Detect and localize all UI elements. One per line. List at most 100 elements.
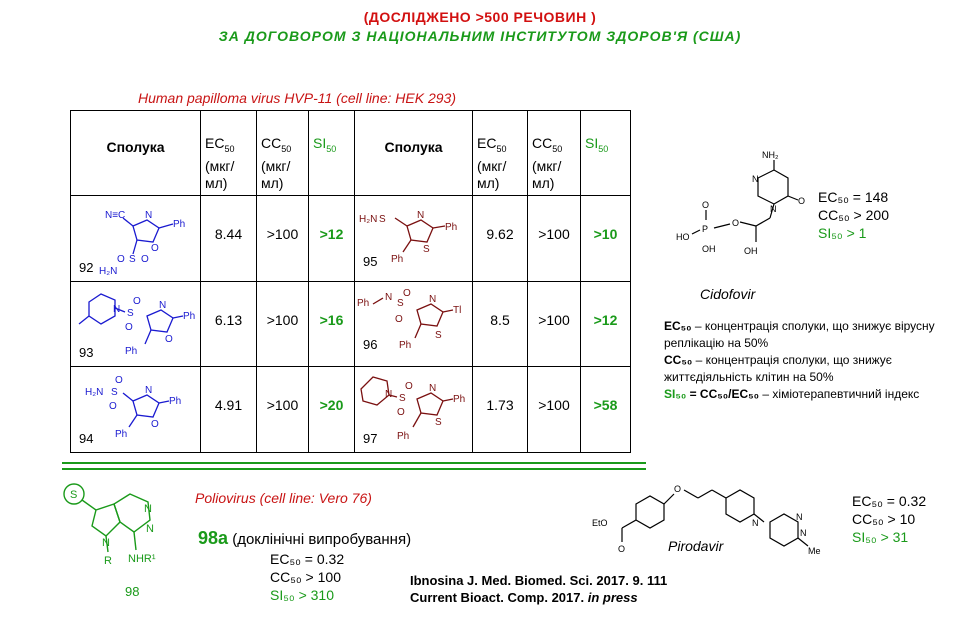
pirodavir-cc: CC₅₀ > 10 xyxy=(852,511,916,527)
svg-text:N≡C: N≡C xyxy=(105,210,125,221)
polio-ec: EC₅₀ = 0.32 xyxy=(270,551,345,567)
cidofovir-si: SI₅₀ > 1 xyxy=(818,225,867,241)
activity-table: Сполука EC50(мкг/мл) CC50(мкг/мл) SI50 С… xyxy=(70,110,631,453)
cidofovir-name: Cidofovir xyxy=(700,286,756,302)
structure-95: H₂N S N S Ph Ph 95 xyxy=(354,195,473,282)
ec-95: 9.62 xyxy=(472,195,528,282)
pirodavir-activity: EC₅₀ = 0.32 CC₅₀ > 10 SI₅₀ > 31 xyxy=(852,492,926,546)
svg-text:O: O xyxy=(397,407,405,418)
svg-text:O: O xyxy=(133,296,141,307)
svg-text:S: S xyxy=(435,330,442,341)
ec-94: 4.91 xyxy=(200,366,257,453)
definitions-legend: EC₅₀ – концентрація сполуки, що знижує в… xyxy=(664,318,954,403)
header-compound-right: Сполука xyxy=(354,110,473,196)
reference-2: Current Bioact. Comp. 2017. in press xyxy=(410,590,638,605)
compound-number-96: 96 xyxy=(363,337,378,352)
divider-line-bottom xyxy=(62,468,646,470)
svg-text:O: O xyxy=(141,254,149,265)
svg-text:O: O xyxy=(395,314,403,325)
cc-94: >100 xyxy=(256,366,309,453)
svg-text:Me: Me xyxy=(808,546,821,556)
polio-si: SI₅₀ > 310 xyxy=(270,587,334,603)
svg-text:O: O xyxy=(125,322,133,333)
svg-text:R: R xyxy=(104,555,112,567)
svg-text:O: O xyxy=(117,254,125,265)
svg-text:N: N xyxy=(146,523,154,535)
polio-cc: CC₅₀ > 100 xyxy=(270,569,341,585)
svg-text:S: S xyxy=(129,254,136,265)
svg-text:O: O xyxy=(618,544,625,554)
svg-text:O: O xyxy=(403,288,411,299)
svg-text:Ph: Ph xyxy=(445,222,457,233)
table-header-row: Сполука EC50(мкг/мл) CC50(мкг/мл) SI50 С… xyxy=(70,110,631,196)
header-si-left: SI50 xyxy=(308,110,355,196)
svg-text:N: N xyxy=(796,512,803,522)
si-94: >20 xyxy=(308,366,355,453)
svg-text:Ph: Ph xyxy=(397,431,409,442)
poliovirus-title: Poliovirus (cell line: Vero 76) xyxy=(195,490,372,506)
svg-text:N: N xyxy=(159,300,166,311)
header-ec-right: EC50(мкг/мл) xyxy=(472,110,528,196)
svg-text:N: N xyxy=(429,383,436,394)
svg-text:N: N xyxy=(385,292,392,303)
compound-98a-label: 98a (доклінічні випробування) xyxy=(198,528,412,548)
compound-number-95: 95 xyxy=(363,254,378,269)
pirodavir-ec: EC₅₀ = 0.32 xyxy=(852,493,927,509)
svg-text:Ph: Ph xyxy=(125,346,137,357)
svg-text:O: O xyxy=(798,196,805,206)
svg-text:O: O xyxy=(674,484,681,494)
compound-number-97: 97 xyxy=(363,431,378,446)
svg-text:S: S xyxy=(70,489,77,501)
header-cc-right: CC50(мкг/мл) xyxy=(527,110,581,196)
si-97: >58 xyxy=(580,366,631,453)
svg-text:Ph: Ph xyxy=(169,396,181,407)
svg-text:N: N xyxy=(113,304,120,315)
cc-93: >100 xyxy=(256,281,309,367)
svg-text:NH₂: NH₂ xyxy=(762,150,779,160)
header-si-right: SI50 xyxy=(580,110,631,196)
pirodavir-si: SI₅₀ > 31 xyxy=(852,529,909,545)
structure-96: Ph N S O O N S Tl Ph 96 xyxy=(354,281,473,367)
thiazole-structure-96: Ph N S O O N S Tl Ph xyxy=(357,288,461,351)
oxazole-structure-94: H₂N S O O N O Ph Ph xyxy=(85,375,181,440)
svg-text:O: O xyxy=(405,381,413,392)
cc-92: >100 xyxy=(256,195,309,282)
ec-93: 6.13 xyxy=(200,281,257,367)
svg-text:N: N xyxy=(429,294,436,305)
svg-text:S: S xyxy=(435,417,442,428)
reference-1: Ibnosina J. Med. Biomed. Sci. 2017. 9. 1… xyxy=(410,573,668,588)
svg-text:O: O xyxy=(151,243,159,254)
table-row: N S O O N O Ph Ph 93 6.13 >100 >16 xyxy=(70,281,631,367)
compound-number-93: 93 xyxy=(79,345,94,360)
header-cc-left: CC50(мкг/мл) xyxy=(256,110,309,196)
ec-96: 8.5 xyxy=(472,281,528,367)
oxazole-structure-92: N≡C N O Ph O S O H₂N xyxy=(99,210,185,277)
svg-text:Tl: Tl xyxy=(453,305,461,316)
structure-94: H₂N S O O N O Ph Ph 94 xyxy=(70,366,201,453)
cidofovir-activity: EC₅₀ = 148 CC₅₀ > 200 SI₅₀ > 1 xyxy=(818,188,889,242)
structure-92: N≡C N O Ph O S O H₂N 92 xyxy=(70,195,201,282)
svg-text:Ph: Ph xyxy=(183,311,195,322)
header-ec-left: EC50(мкг/мл) xyxy=(200,110,257,196)
pirodavir-name: Pirodavir xyxy=(668,538,724,554)
svg-text:O: O xyxy=(151,419,159,430)
structure-97: N S O O N S Ph Ph 97 xyxy=(354,366,473,453)
cidofovir-structure: NH₂ N N O O O P HO OH OH xyxy=(676,150,805,256)
svg-text:N: N xyxy=(770,204,777,214)
svg-text:HO: HO xyxy=(676,232,690,242)
structure-93: N S O O N O Ph Ph 93 xyxy=(70,281,201,367)
thiazole-structure-95: H₂N S N S Ph Ph xyxy=(359,210,457,265)
svg-text:OH: OH xyxy=(702,244,716,254)
svg-text:H₂N: H₂N xyxy=(99,266,117,277)
header-line-2: ЗА ДОГОВОРОМ З НАЦІОНАЛЬНИМ ІНСТИТУТОМ З… xyxy=(218,28,742,44)
svg-text:O: O xyxy=(732,218,739,228)
references: Ibnosina J. Med. Biomed. Sci. 2017. 9. 1… xyxy=(410,572,667,606)
svg-text:O: O xyxy=(702,200,709,210)
oxazole-structure-93: N S O O N O Ph Ph xyxy=(78,293,195,357)
cidofovir-cc: CC₅₀ > 200 xyxy=(818,207,889,223)
svg-text:NHR¹: NHR¹ xyxy=(128,553,156,565)
cidofovir-ec: EC₅₀ = 148 xyxy=(818,189,889,205)
svg-text:N: N xyxy=(145,385,152,396)
svg-text:N: N xyxy=(752,174,759,184)
svg-text:OH: OH xyxy=(744,246,758,256)
